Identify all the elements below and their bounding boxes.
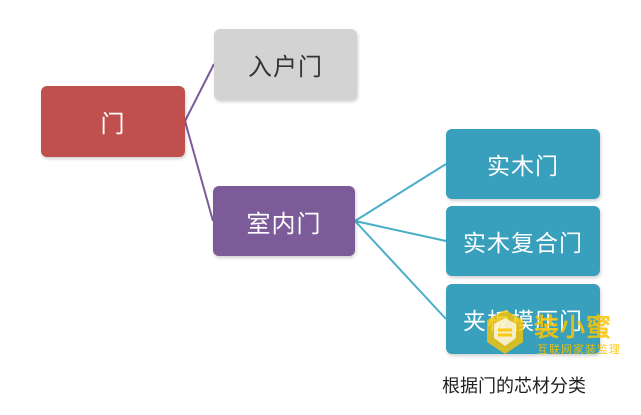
connector-interior-to-subtypes [354,163,447,320]
node-composite-wood-door: 实木复合门 [446,206,600,276]
node-entry-door: 入户门 [214,29,357,100]
node-interior-door: 室内门 [213,186,355,256]
bee-logo-icon [487,310,523,354]
connector-root-to-branches [184,63,215,222]
watermark: 装小蜜 互联网家装监理 [484,306,634,362]
node-composite-wood-door-label: 实木复合门 [463,231,583,257]
node-door-label: 门 [100,110,126,138]
node-interior-door-label: 室内门 [246,209,322,238]
node-entry-door-label: 入户门 [248,53,323,81]
node-solid-wood-door-label: 实木门 [487,154,559,180]
node-door: 门 [41,86,185,157]
node-solid-wood-door: 实木门 [446,129,600,199]
watermark-tagline-text: 互联网家装监理 [537,343,621,356]
diagram-caption: 根据门的芯材分类 [442,376,586,397]
watermark-brand-text: 装小蜜 [534,313,613,342]
